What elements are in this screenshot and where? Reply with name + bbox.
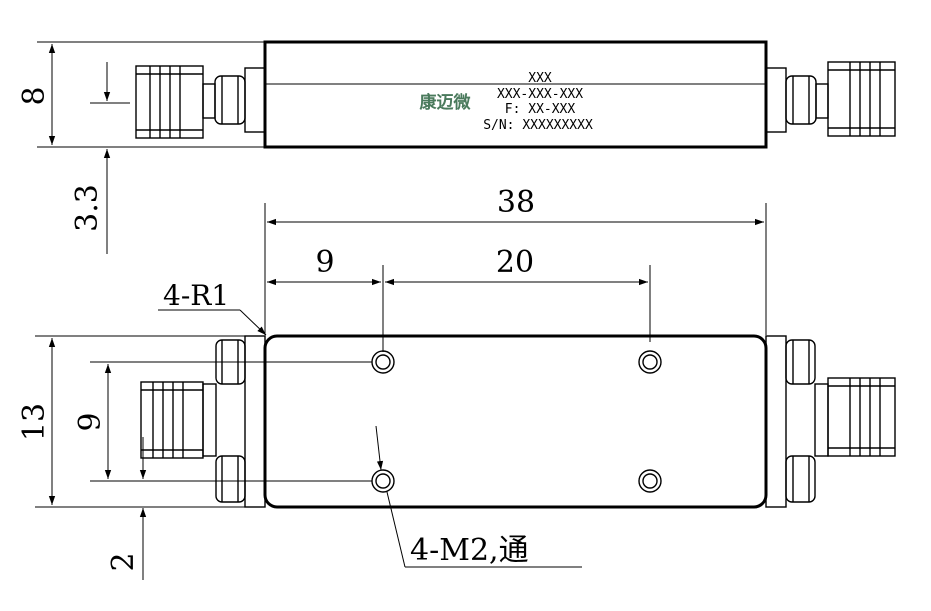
label-line-4: S/N: XXXXXXXXX [483, 118, 593, 133]
top-view [37, 40, 896, 254]
label-line-1: XXX [528, 71, 552, 86]
bottom-view [140, 334, 896, 509]
dim-total-length: 38 [497, 185, 535, 220]
dim-width-bottom: 13 [17, 403, 52, 441]
dim-holes-note: 4-M2,通 [410, 533, 529, 568]
brand-logo: 康迈微 [420, 92, 472, 113]
dim-hole-spacing-v: 9 [73, 412, 108, 431]
dim-offset-top: 3.3 [70, 184, 105, 232]
dim-hole-offset: 9 [315, 245, 334, 280]
label-line-2: XXX-XXX-XXX [497, 87, 583, 102]
dim-offset-bottom: 2 [106, 552, 141, 571]
label-line-3: F: XX-XXX [505, 102, 576, 117]
top-left-connector [135, 65, 266, 139]
mounting-holes [371, 350, 662, 493]
dim-hole-spacing: 20 [496, 245, 534, 280]
bottom-right-connector [765, 335, 896, 508]
dim-height-top: 8 [17, 86, 52, 105]
dim-corner-radius: 4-R1 [163, 279, 229, 312]
top-right-connector [765, 61, 896, 137]
